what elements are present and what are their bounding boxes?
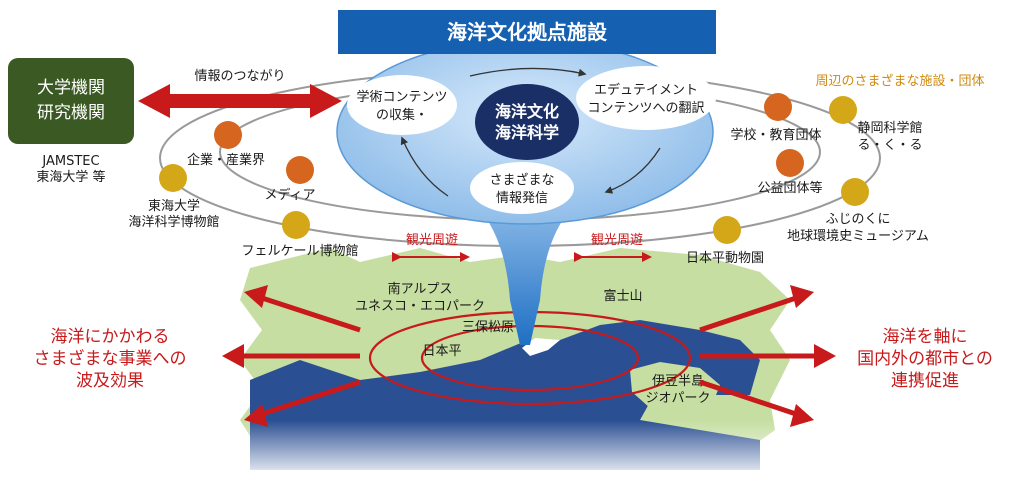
university-text-2: 研究機関	[37, 103, 105, 123]
node-schools	[764, 93, 792, 121]
tokai-museum-label-1: 東海大学	[148, 198, 200, 214]
node-ferkeel	[282, 211, 310, 239]
map-fade	[230, 420, 810, 480]
left-arrow-up-head	[244, 285, 268, 308]
university-group: 大学機関 研究機関 JAMSTEC 東海大学 等 情報のつながり	[8, 58, 342, 185]
collect-text-1: 学術コンテンツ	[356, 89, 447, 105]
node-media	[286, 156, 314, 184]
public-label: 公益団体等	[757, 180, 822, 196]
left-arrow-down	[261, 379, 361, 417]
surrounding-label: 周辺のさまざまな施設・団体	[815, 73, 984, 89]
left-arrow-down-head	[244, 404, 268, 427]
alps-label-2: ユネスコ・エコパーク	[355, 299, 485, 314]
map-labels: 南アルプス ユネスコ・エコパーク 富士山 三保松原 日本平 伊豆半島 ジオパーク	[355, 281, 711, 406]
cycle-arrow-right	[604, 147, 661, 194]
orbit-nodes-right: 周辺のさまざまな施設・団体 学校・教育団体 静岡科学館 る・く・る 公益団体等 …	[686, 73, 985, 266]
right-arrow-up-head	[790, 285, 814, 308]
zoo-label: 日本平動物園	[686, 251, 764, 266]
send-text-2: 情報発信	[496, 191, 548, 206]
core-text-2: 海洋科学	[495, 123, 559, 142]
sightseeing-left-label: 観光周遊	[406, 233, 458, 248]
send-bubble	[470, 162, 574, 214]
node-industry	[214, 121, 242, 149]
cycle-arrow-top	[469, 67, 587, 77]
effects-right: 海洋を軸に 国内外の都市との 連携促進	[857, 327, 993, 391]
collect-bubble	[347, 75, 457, 135]
translate-bubble	[576, 66, 716, 130]
node-fujinokuni	[841, 178, 869, 206]
tokai-museum-label-2: 海洋科学博物館	[128, 214, 219, 230]
core-text-1: 海洋文化	[495, 102, 559, 121]
sightseeing-group: 観光周遊 観光周遊	[392, 233, 652, 262]
cycle-arrow-left	[400, 136, 449, 197]
translate-text-1: エデュテイメント	[594, 82, 698, 98]
effect-left-2: さまざまな事業への	[34, 348, 187, 369]
funnel-spout	[470, 200, 580, 345]
node-zoo	[713, 216, 741, 244]
media-label: メディア	[264, 187, 315, 203]
header-title: 海洋文化拠点施設	[447, 20, 608, 44]
shizuoka-label-1: 静岡科学館	[857, 120, 922, 136]
ferkeel-label: フェルケール博物館	[241, 244, 358, 259]
node-public	[776, 149, 804, 177]
effects-left: 海洋にかかわる さまざまな事業への 波及効果	[34, 327, 187, 391]
effect-right-3: 連携促進	[891, 371, 959, 391]
right-arrow-down	[699, 379, 797, 417]
collect-text-2: の収集・	[376, 107, 428, 123]
sightseeing-right-label: 観光周遊	[591, 233, 643, 248]
industry-label: 企業・産業界	[187, 152, 265, 168]
info-connection-label: 情報のつながり	[194, 69, 285, 84]
shizuoka-label-2: る・く・る	[857, 138, 922, 153]
send-text-1: さまざまな	[489, 172, 554, 188]
izu-label-1: 伊豆半島	[652, 374, 704, 389]
core-circle	[475, 84, 579, 160]
info-arrow	[138, 84, 342, 118]
map-region	[230, 248, 810, 480]
effect-left-1: 海洋にかかわる	[51, 327, 170, 347]
effect-right-2: 国内外の都市との	[857, 349, 993, 369]
alps-label-1: 南アルプス	[388, 281, 453, 297]
funnel: 海洋文化拠点施設 学術コンテンツ の収集・ エデュテイメント コンテンツへの翻訳…	[336, 10, 716, 345]
effect-right-1: 海洋を軸に	[883, 327, 968, 347]
title-bar	[338, 10, 716, 54]
jamstec-text-1: JAMSTEC	[41, 154, 99, 169]
node-shizuoka	[829, 96, 857, 124]
fuji-label: 富士山	[603, 288, 642, 304]
izu-label-2: ジオパーク	[645, 391, 710, 406]
effect-arrows-left	[222, 285, 361, 427]
left-arrow-mid-head	[222, 344, 244, 368]
university-text-1: 大学機関	[37, 78, 105, 98]
miho-label: 三保松原	[462, 320, 514, 335]
jamstec-text-2: 東海大学 等	[36, 169, 105, 185]
university-box	[8, 58, 134, 144]
right-arrow-down-head	[790, 404, 814, 427]
schools-label: 学校・教育団体	[730, 127, 821, 143]
right-arrow-up	[699, 295, 797, 333]
effect-arrows-right	[699, 285, 836, 427]
miho-peninsula	[522, 338, 560, 356]
izu-peninsula	[630, 362, 720, 418]
left-arrow-up	[261, 295, 361, 333]
fujinokuni-label-1: ふじのくに	[825, 212, 890, 227]
orbit-nodes-left: 企業・産業界 メディア 東海大学 海洋科学博物館 フェルケール博物館	[128, 121, 359, 259]
fujinokuni-label-2: 地球環境史ミュージアム	[787, 229, 929, 244]
node-tokai-museum	[159, 164, 187, 192]
right-arrow-mid-head	[814, 344, 836, 368]
nihondaira-label: 日本平	[422, 344, 461, 359]
translate-text-2: コンテンツへの翻訳	[587, 101, 704, 116]
effect-left-3: 波及効果	[76, 371, 144, 391]
